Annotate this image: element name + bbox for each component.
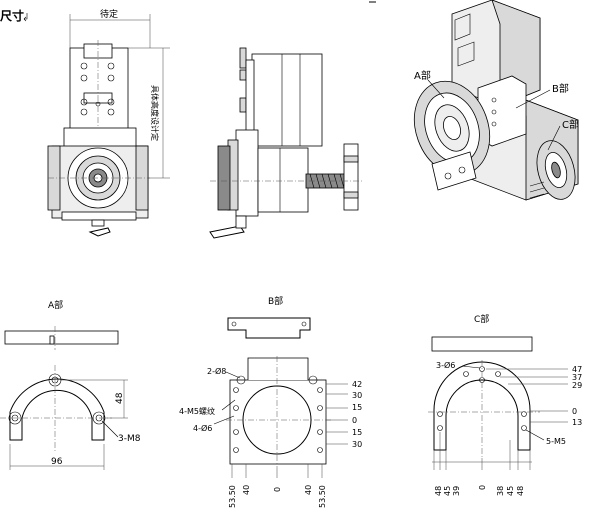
detail-c-u-part [433, 361, 531, 451]
detail-a-hole-note: 3-M8 [118, 434, 141, 444]
detail-b-rdim-2: 30 [352, 391, 362, 400]
detail-b-rdim-3: 15 [352, 403, 362, 412]
iso-label-a: A部 [414, 69, 431, 82]
detail-b-bdim-5: 53.50 [318, 485, 327, 508]
detail-a-width-dim: 96 [51, 457, 63, 467]
detail-b-bdim-3: 0 [273, 487, 282, 492]
detail-c-bdim-3: 39 [452, 486, 461, 496]
front-side-dim-label: 具体高度设计定 [150, 85, 160, 141]
return-mark-icon [23, 13, 28, 22]
detail-b-rdim-4: 0 [352, 416, 357, 425]
detail-a-strip [4, 330, 119, 345]
detail-c-rdim-2: 37 [572, 373, 582, 382]
front-view: 待定 具体高度设计定 [47, 8, 170, 237]
detail-c-title: C部 [474, 313, 489, 325]
iso-label-c: C部 [562, 118, 579, 131]
detail-b-rdim-1: 42 [352, 380, 362, 389]
detail-b-side-strip [227, 317, 311, 339]
side-view [209, 47, 362, 239]
detail-c: C部 3-Ø6 5-M5 47 37 29 0 13 48 [428, 313, 582, 496]
detail-c-bdim-2: 45 [443, 486, 452, 496]
iso-label-b: B部 [552, 82, 569, 95]
detail-c-bdim-7: 48 [516, 486, 525, 496]
detail-a-title: A部 [48, 299, 63, 311]
detail-c-hole-note: 3-Ø6 [436, 360, 455, 370]
detail-b-tap-note: 4-M5螺纹 [179, 406, 215, 416]
detail-b: B部 2-Ø8 4-M5螺纹 4-Ø6 42 30 15 0 15 30 [179, 295, 362, 508]
detail-a-height-dim: 48 [115, 392, 125, 404]
detail-c-rdim-4: 0 [572, 407, 577, 416]
detail-c-bdim-5: 38 [496, 486, 505, 496]
detail-c-bdim-1: 48 [434, 486, 443, 496]
detail-c-bdim-6: 45 [506, 486, 515, 496]
isometric-view: A部 B部 C部 [413, 0, 579, 201]
detail-c-rdim-3: 29 [572, 381, 582, 390]
detail-b-plate [229, 379, 327, 465]
detail-b-title: B部 [268, 295, 283, 307]
detail-a-u-part [9, 378, 105, 441]
detail-b-bdim-2: 40 [242, 485, 251, 495]
detail-b-bdim-1: 53.50 [228, 485, 237, 508]
detail-c-tap-note: 5-M5 [546, 437, 566, 446]
detail-b-rdim-5: 15 [352, 428, 362, 437]
detail-c-bdim-4: 0 [478, 485, 487, 490]
detail-c-rdim-1: 47 [572, 365, 582, 374]
detail-b-bdim-4: 40 [304, 485, 313, 495]
header-title: 尺寸 [0, 8, 24, 23]
detail-b-pin-note: 2-Ø8 [207, 366, 226, 376]
detail-c-strip [431, 336, 533, 352]
detail-b-rdim-6: 30 [352, 440, 362, 449]
detail-b-hole-note: 4-Ø6 [193, 423, 212, 433]
detail-c-rdim-5: 13 [572, 418, 582, 427]
front-top-dim-label: 待定 [100, 8, 118, 20]
detail-a: A部 48 96 3-M8 [0, 299, 141, 470]
